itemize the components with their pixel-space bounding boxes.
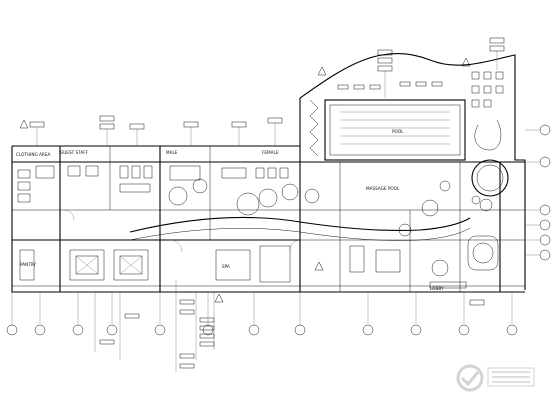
label-clothing-area: CLOTHING AREA xyxy=(16,152,50,157)
grid-bubbles-bottom xyxy=(6,292,518,336)
watermark-logo-icon xyxy=(456,364,535,392)
label-pantry: PANTRY xyxy=(20,262,36,267)
grid-bubbles-right xyxy=(525,124,551,261)
label-spa: SPA xyxy=(222,264,230,269)
lap-pool xyxy=(309,81,466,161)
label-massage-pool: MASSAGE POOL xyxy=(366,186,400,191)
changing-rooms xyxy=(17,165,401,283)
jacuzzi-terrace xyxy=(471,71,509,212)
massage-pool-area xyxy=(129,178,471,241)
building-outline xyxy=(11,52,526,293)
label-lobby: LOBBY xyxy=(430,286,444,291)
room-labels: CLOTHING AREA GUEST STAFF MALE FEMALE PO… xyxy=(16,129,444,291)
label-male: MALE xyxy=(166,150,178,155)
grid-bubble-icon xyxy=(6,324,518,336)
label-guest-staff: GUEST STAFF xyxy=(60,150,89,155)
lobby-seating xyxy=(429,235,499,289)
label-female: FEMALE xyxy=(262,150,279,155)
leader-tags xyxy=(94,280,215,372)
section-marker-icon xyxy=(19,37,505,306)
label-pool: POOL xyxy=(392,129,404,134)
